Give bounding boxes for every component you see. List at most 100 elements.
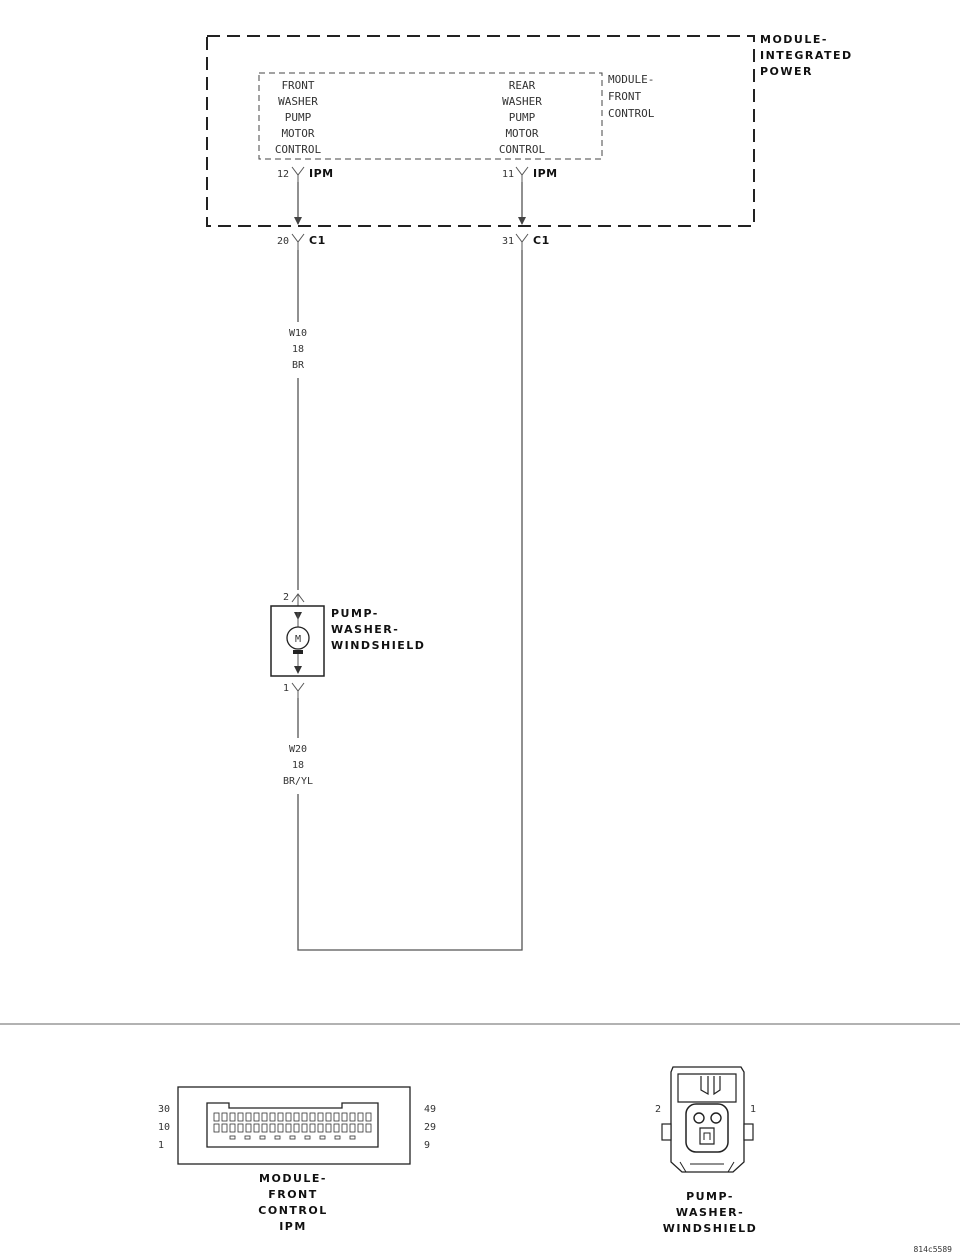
front-c1-pin-symbol [291, 233, 305, 250]
rear-ctrl-line-3: PUMP [509, 111, 536, 124]
wire-w10-gauge: 18 [292, 344, 304, 355]
fcm-cavity-pin [301, 1123, 308, 1133]
rear-c1-conn-label: C1 [533, 234, 550, 247]
fcm-title: MODULE- FRONT CONTROL [608, 73, 655, 120]
fcm-cavity-pin [365, 1123, 372, 1133]
pump-terminal-1-icon [710, 1112, 722, 1124]
front-c1-conn-label: C1 [309, 234, 326, 247]
fcm-cavity-pin [221, 1112, 228, 1122]
wire-w20-label: W20 18 BR/YL [283, 744, 313, 787]
fcm-cavity-pin [245, 1112, 252, 1122]
fcm-cavity-pin [293, 1112, 300, 1122]
fcm-cavity-pin [341, 1123, 348, 1133]
fcm-cavity-pin [229, 1112, 236, 1122]
pump-right-pin-number: 1 [750, 1104, 756, 1115]
fcm-module-box [258, 72, 603, 160]
fcm-cavity-pin [317, 1112, 324, 1122]
fcm-cavity-pin [285, 1112, 292, 1122]
fcm-cavity-pin [213, 1112, 220, 1122]
pump-connector-title: PUMP- WASHER- WINDSHIELD [663, 1190, 757, 1235]
rear-c1-pin: 31 C1 [502, 233, 550, 250]
wire-w20-gauge: 18 [292, 760, 304, 771]
fcm-right-pin-bottom: 9 [424, 1140, 430, 1151]
fcm-cavity-pin [277, 1112, 284, 1122]
fcm-cavity-pin [261, 1123, 268, 1133]
fcm-connector-title-line-1: MODULE- [259, 1172, 327, 1185]
fcm-cavity-pin [244, 1135, 251, 1140]
front-ipm-pin-symbol [291, 166, 305, 182]
front-ctrl-line-1: FRONT [281, 79, 314, 92]
fcm-cavity-pin [269, 1112, 276, 1122]
fcm-cavity-pin [325, 1123, 332, 1133]
pump-connector-latch-tab [700, 1076, 721, 1096]
rear-internal-arrow [518, 217, 526, 225]
fcm-cavity-pin [221, 1123, 228, 1133]
fcm-cavity-pin [274, 1135, 281, 1140]
fcm-cavity-pin [319, 1135, 326, 1140]
motor-pin-bottom-symbol [291, 682, 305, 698]
ipm-title-line-1: MODULE- [760, 33, 828, 46]
motor-pin-top-number: 2 [283, 592, 289, 603]
fcm-cavity-pin [365, 1112, 372, 1122]
motor-symbol-label: M [295, 634, 301, 645]
fcm-cavity-pin [334, 1135, 341, 1140]
motor-title-line-2: WASHER- [331, 623, 399, 636]
fcm-cavity-pin [269, 1123, 276, 1133]
fcm-cavity-pin [309, 1123, 316, 1133]
motor-title-line-1: PUMP- [331, 607, 379, 620]
fcm-cavity-pin [357, 1112, 364, 1122]
wire-w10-circuit: W10 [289, 328, 307, 339]
fcm-cavity-pin [285, 1123, 292, 1133]
fcm-right-pin-top: 49 [424, 1104, 436, 1115]
wire-w20-return [297, 250, 523, 951]
pump-connector-title-line-3: WINDSHIELD [663, 1222, 757, 1235]
fcm-connector-view: 30 10 1 49 29 9 MODULE- FRONT CONTROL IP… [158, 1086, 436, 1233]
fcm-cavity-pin [253, 1123, 260, 1133]
motor-title-line-3: WINDSHIELD [331, 639, 425, 652]
front-ipm-conn-label: IPM [309, 167, 334, 180]
rear-ipm-conn-label: IPM [533, 167, 558, 180]
ipm-title: MODULE- INTEGRATED POWER [760, 33, 851, 78]
rear-ipm-pin-number: 11 [502, 169, 514, 180]
fcm-cavity-pin [245, 1123, 252, 1133]
fcm-cavity-pin [293, 1123, 300, 1133]
pump-connector-title-line-1: PUMP- [686, 1190, 734, 1203]
fcm-cavity-pin [277, 1123, 284, 1133]
fcm-cavity-pin [259, 1135, 266, 1140]
fcm-connector-title-line-4: IPM [279, 1220, 307, 1233]
fcm-cavity-pin [289, 1135, 296, 1140]
wire-w10-color: BR [292, 360, 305, 371]
front-ctrl-line-3: PUMP [285, 111, 312, 124]
rear-washer-control-label: REAR WASHER PUMP MOTOR CONTROL [499, 79, 546, 156]
fcm-cavity-pin [229, 1135, 236, 1140]
fcm-left-pin-top: 30 [158, 1104, 170, 1115]
front-ipm-pin-number: 12 [277, 169, 289, 180]
ipm-module-box [206, 35, 755, 227]
figure-id: 814c5589 [913, 1245, 952, 1254]
fcm-cavity-pin [304, 1135, 311, 1140]
front-ctrl-line-2: WASHER [278, 95, 318, 108]
front-internal-arrow [294, 217, 302, 225]
fcm-left-pin-bottom: 1 [158, 1140, 164, 1151]
motor-icon [286, 626, 310, 650]
fcm-right-pin-middle: 29 [424, 1122, 436, 1133]
fcm-cavity-pin [229, 1123, 236, 1133]
motor-pin-bottom-number: 1 [283, 683, 289, 694]
pump-connector-seal [679, 1161, 735, 1173]
fcm-connector-pins [213, 1112, 372, 1140]
motor-brush-icon [293, 650, 303, 654]
fcm-title-line-3: CONTROL [608, 107, 655, 120]
pump-terminal-2-icon [693, 1112, 705, 1124]
pump-connector-title-line-2: WASHER- [676, 1206, 744, 1219]
motor-title: PUMP- WASHER- WINDSHIELD [331, 607, 425, 652]
fcm-cavity-pin [213, 1123, 220, 1133]
fcm-cavity-pin [237, 1123, 244, 1133]
fcm-cavity-pin [357, 1123, 364, 1133]
fcm-cavity-pin [253, 1112, 260, 1122]
fcm-title-line-1: MODULE- [608, 73, 654, 86]
pump-connector-view: 2 1 PUMP- WASHER- WINDSHIELD [655, 1066, 757, 1235]
rear-ipm-pin: 11 IPM [502, 166, 558, 182]
rear-ipm-pin-symbol [515, 166, 529, 182]
fcm-cavity-pin [333, 1123, 340, 1133]
